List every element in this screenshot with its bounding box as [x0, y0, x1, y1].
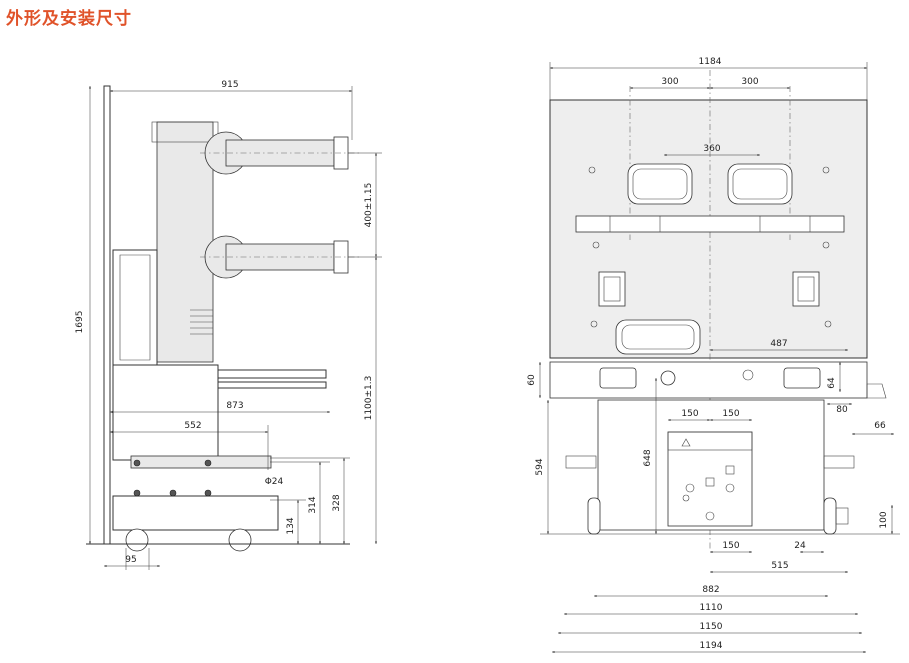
side-upper-arm — [200, 131, 362, 175]
side-wheel-front — [125, 528, 149, 552]
side-pole-body — [156, 121, 214, 363]
dim-300-left: 300 — [661, 77, 678, 87]
dim-150-c: 150 — [722, 541, 739, 551]
dim-873: 873 — [226, 401, 243, 411]
dim-64: 64 — [827, 377, 837, 389]
dim-134: 134 — [286, 517, 296, 534]
dim-882: 882 — [702, 585, 719, 595]
dim-1194: 1194 — [700, 641, 723, 651]
front-wheel-right — [823, 497, 837, 535]
side-pole-fins — [190, 309, 213, 335]
dim-150-a: 150 — [681, 409, 698, 419]
front-handle-right — [792, 271, 820, 307]
side-wheel-rear — [228, 528, 252, 552]
front-view: 1184 300 300 360 487 60 64 80 66 150 150… — [527, 57, 900, 653]
side-rail-upper — [217, 369, 327, 379]
dim-328: 328 — [332, 494, 342, 511]
side-truck-bar — [130, 455, 272, 469]
front-lower-window — [615, 319, 701, 355]
front-crossbar — [575, 215, 845, 233]
dim-1184: 1184 — [699, 57, 722, 67]
side-back-plate — [103, 85, 111, 545]
dim-552: 552 — [184, 421, 201, 431]
dim-915: 915 — [221, 80, 238, 90]
front-window-left — [627, 163, 693, 205]
dim-phi24: Φ24 — [265, 477, 284, 487]
dim-648: 648 — [643, 449, 653, 466]
dim-314: 314 — [308, 496, 318, 513]
dim-300-right: 300 — [741, 77, 758, 87]
dim-80: 80 — [836, 405, 848, 415]
dim-24: 24 — [794, 541, 806, 551]
dim-515: 515 — [771, 561, 788, 571]
front-window-right — [727, 163, 793, 205]
side-view: 915 1695 400±1.15 1100±1.3 873 552 Φ24 1… — [75, 80, 382, 570]
dim-66: 66 — [874, 421, 886, 431]
dim-1150: 1150 — [700, 622, 723, 632]
dim-60: 60 — [527, 374, 537, 386]
dim-1100: 1100±1.3 — [364, 376, 374, 421]
front-drive-shaft — [660, 370, 676, 386]
front-control-panel — [667, 431, 753, 527]
dim-360: 360 — [703, 144, 720, 154]
side-rail-lower — [217, 381, 327, 389]
dim-100: 100 — [879, 511, 889, 528]
dim-594: 594 — [535, 458, 545, 475]
dim-487: 487 — [770, 339, 787, 349]
dim-95: 95 — [125, 555, 136, 565]
front-bolt-marks — [588, 166, 832, 328]
dim-150-b: 150 — [722, 409, 739, 419]
front-handle-left — [598, 271, 626, 307]
side-truck-base — [112, 495, 279, 531]
side-lower-arm — [200, 235, 362, 279]
dim-1110: 1110 — [700, 603, 723, 613]
page-title: 外形及安装尺寸 — [6, 9, 132, 29]
dim-400: 400±1.15 — [364, 183, 374, 228]
front-wheel-left — [587, 497, 601, 535]
dim-1695: 1695 — [75, 311, 85, 334]
